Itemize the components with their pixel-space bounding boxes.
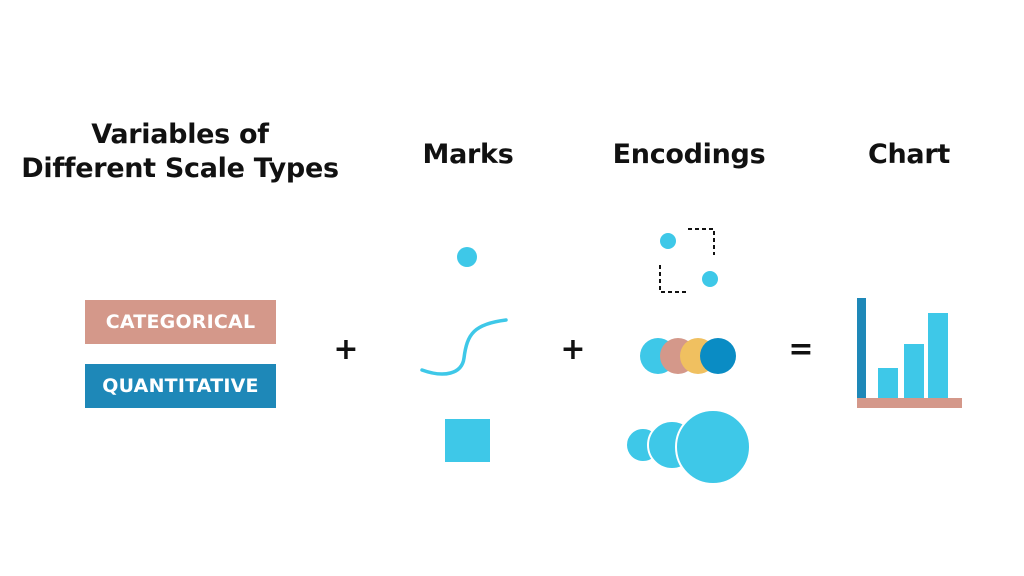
- point-mark-icon: [457, 247, 477, 267]
- size-encoding-icon: [625, 409, 751, 485]
- equals-operator: =: [788, 332, 814, 367]
- heading-marks: Marks: [422, 139, 514, 170]
- plus-operator: +: [560, 332, 586, 367]
- categorical-label: CATEGORICAL: [85, 300, 276, 344]
- line-mark-icon: [420, 318, 508, 376]
- quantitative-label: QUANTITATIVE: [85, 364, 276, 408]
- color-encoding-icon: [640, 338, 736, 374]
- heading-variables: Variables of Different Scale Types: [21, 119, 339, 184]
- heading-encodings: Encodings: [612, 139, 766, 170]
- plus-operator: +: [333, 332, 359, 367]
- area-mark-icon: [445, 419, 490, 462]
- position-encoding-icon: [659, 228, 718, 293]
- bar-chart-icon: [857, 298, 962, 408]
- heading-chart: Chart: [868, 139, 950, 170]
